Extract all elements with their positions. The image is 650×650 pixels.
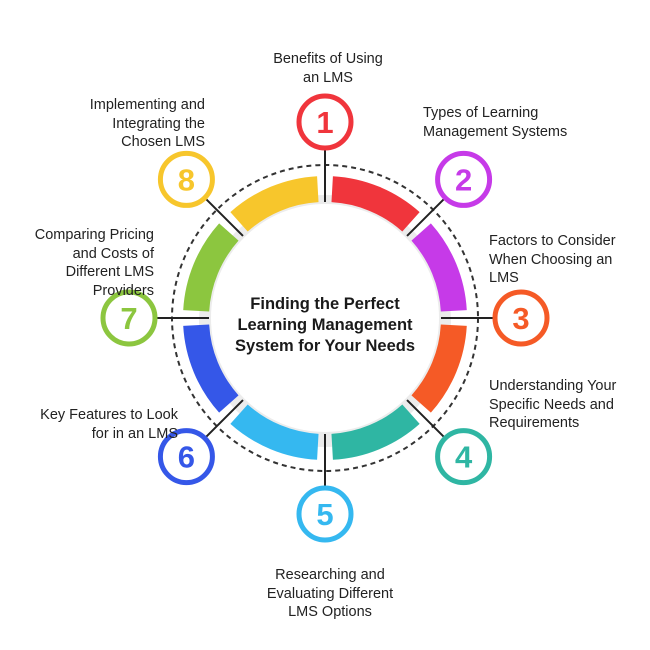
segment-arc-1: [331, 176, 420, 232]
segment-arc-2: [411, 223, 467, 312]
segment-arc-3: [411, 324, 467, 413]
step-label-3: Factors to Consider When Choosing an LMS: [489, 233, 616, 286]
step-badge-1: [296, 93, 354, 151]
step-badge-7: [100, 289, 158, 347]
step-label-7: Comparing Pricing and Costs of Different…: [34, 227, 154, 299]
step-number-8: 8: [178, 162, 195, 197]
segment-arc-7: [183, 223, 239, 312]
step-badge-5: [296, 485, 354, 543]
segment-arc-4: [331, 404, 420, 460]
connector-8: [204, 197, 244, 237]
step-label-4: Understanding Your Specific Needs and Re…: [489, 378, 617, 431]
step-number-1: 1: [316, 105, 333, 140]
segments-layer: [183, 176, 467, 460]
step-number-3: 3: [512, 301, 529, 336]
connector-4: [406, 399, 446, 439]
step-label-1: Benefits of Using an LMS: [273, 51, 383, 86]
step-label-8: Implementing and Integrating the Chosen …: [89, 97, 205, 150]
step-number-4: 4: [455, 440, 473, 475]
step-number-5: 5: [316, 497, 333, 532]
step-badge-3: [492, 289, 550, 347]
step-badge-2: [435, 150, 493, 208]
connectors-layer: [155, 148, 495, 488]
center-title: Finding the Perfect Learning Management …: [234, 295, 416, 355]
segment-arc-8: [230, 176, 319, 232]
step-label-6: Key Features to Look for in an LMS: [40, 407, 178, 442]
connector-2: [406, 197, 446, 237]
step-number-6: 6: [178, 440, 195, 475]
connector-6: [204, 399, 244, 439]
step-badge-6: [157, 428, 215, 486]
inner-disc: [211, 204, 439, 432]
segment-arc-6: [183, 324, 239, 413]
step-number-7: 7: [120, 301, 137, 336]
step-number-2: 2: [455, 162, 472, 197]
step-label-5: Researching and Evaluating Different LMS…: [266, 567, 394, 620]
segment-arc-5: [230, 404, 319, 460]
badges-layer: 1 2 3 4 5 6 7 8: [100, 93, 550, 543]
step-label-2: Types of Learning Management Systems: [423, 105, 568, 140]
step-badge-4: [435, 428, 493, 486]
step-badge-8: [157, 150, 215, 208]
